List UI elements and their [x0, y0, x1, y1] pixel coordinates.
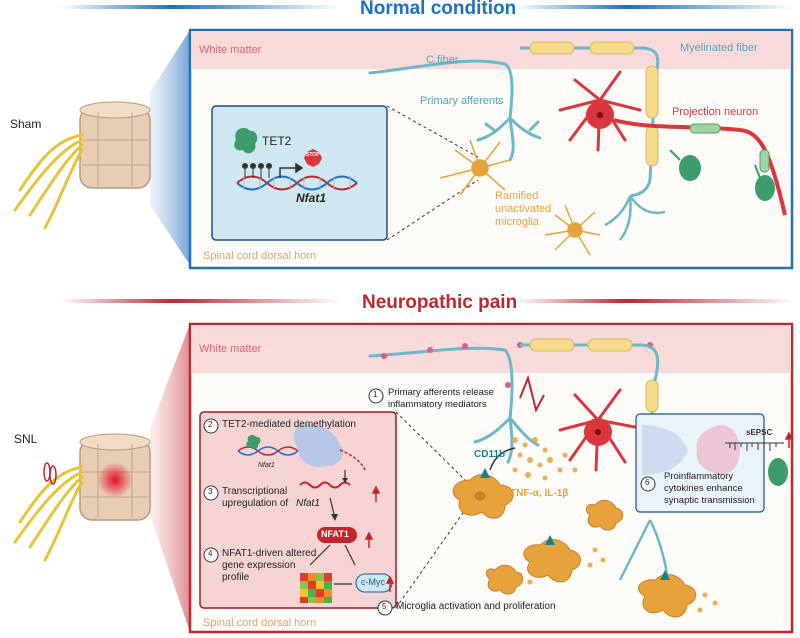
step3-line2: upregulation of [222, 498, 289, 509]
np-projection-neuron [558, 388, 642, 472]
stop-sign-icon [304, 149, 322, 167]
step6-line2: cytokines enhance [664, 483, 743, 494]
step3-line1: Transcriptional [222, 486, 288, 497]
np-c-fiber [368, 346, 540, 464]
header-rule-right [515, 5, 795, 9]
tet2-inset [211, 105, 388, 241]
np-header-rule-left [60, 299, 340, 303]
primary-afferents-label: Primary afferents [420, 95, 504, 107]
step5-number: 5 [382, 602, 387, 611]
stop-sign-text: STOP [306, 152, 320, 158]
c-fiber-label: C fiber [426, 54, 459, 66]
projection-neuron [558, 70, 787, 216]
step-circles [203, 388, 656, 616]
cytokine-release-arrow [489, 447, 516, 471]
sham-label: Sham [10, 117, 42, 131]
myelinated-fiber [520, 41, 666, 241]
zoom-cone [150, 30, 190, 265]
nfat1-gene-label: Nfat1 [296, 191, 327, 205]
np-dorsal-horn-label: Spinal cord dorsal horn [203, 617, 317, 629]
step6-line3: synaptic transmission [664, 495, 755, 506]
np-white-matter-label: White matter [199, 343, 262, 355]
step1-number: 1 [373, 390, 378, 399]
ligation-mark [43, 462, 57, 485]
step2-label: TET2-mediated demethylation [222, 419, 356, 430]
nerve-roots-snl [13, 465, 84, 562]
tet2-icon [234, 128, 258, 154]
step3-number: 3 [208, 487, 213, 496]
tet2-label: TET2 [262, 134, 292, 148]
microglia-activated [452, 474, 697, 618]
np-myelinated-fiber [520, 338, 670, 581]
microglia-label-1: Ramified [495, 190, 539, 202]
mrna-icon [299, 481, 351, 489]
nfat1-small-label: Nfat1 [258, 462, 275, 469]
dorsal-horn-label: Spinal cord dorsal horn [203, 250, 317, 262]
microglia-ramified [439, 139, 601, 256]
normal-condition-title: Normal condition [360, 0, 517, 19]
heatmap-icon [300, 573, 332, 603]
step1-line1: Primary afferents release [388, 387, 494, 398]
cd11b-receptor-icons [480, 468, 670, 580]
spinal-cord-sham [79, 101, 151, 189]
arrow-nfat-right [344, 544, 356, 566]
step5-label: Microglia activation and proliferation [396, 601, 556, 612]
pain-spike-icon [519, 374, 545, 413]
snl-label: SNL [14, 432, 38, 446]
step4-line1: NFAT1-driven altered [222, 548, 317, 559]
np-zoom-line-bottom [395, 509, 466, 609]
step1-line2: inflammatory mediators [388, 399, 487, 410]
np-zoom-cone [150, 324, 190, 632]
step6-line1: Proinflammatory [664, 471, 734, 482]
header-rule-left [60, 5, 340, 9]
c-fiber [368, 59, 542, 162]
sepsc-label: sEPSC [746, 428, 773, 437]
np-zoom-line-top [395, 411, 466, 481]
step4-line2: gene expression [222, 560, 296, 571]
up-arrow-icons [364, 431, 794, 592]
np-header-rule-right [515, 299, 795, 303]
arrow-nfat-left [309, 544, 331, 566]
zoom-line-top [386, 105, 479, 158]
np-interneuron-green [768, 458, 788, 486]
cd11b-label: CD11b [474, 449, 506, 460]
step3-gene: Nfat1 [296, 498, 320, 509]
nerve-roots-sham [13, 133, 84, 230]
cytokines-label: TNF-α, IL-1β [510, 488, 569, 499]
projection-neuron-label: Projection neuron [672, 106, 759, 118]
arrow-2-3-head [342, 478, 348, 483]
mechanism-inset [199, 411, 397, 609]
myelinated-fiber-label: Myelinated fiber [680, 42, 758, 54]
step6-number: 6 [645, 478, 650, 487]
nfat1-protein-label: NFAT1 [321, 529, 349, 539]
cmyc-label: c-Myc [361, 577, 385, 587]
white-matter-label: White matter [199, 44, 262, 56]
step2-number: 2 [208, 420, 213, 429]
step4-number: 4 [208, 549, 213, 558]
nfat1-protein-badge [317, 527, 357, 543]
microglia-label-2: unactivated [495, 203, 552, 215]
arrow-3-4-head [331, 514, 338, 521]
neuropathic-pain-title: Neuropathic pain [362, 292, 518, 313]
dna-helix-icon [236, 175, 358, 191]
sepsc-trace [725, 442, 784, 451]
transcription-arrow-icon [279, 162, 304, 178]
dna-demethylation-icon [237, 424, 366, 471]
interneurons-green [669, 149, 775, 201]
methylation-marks [242, 163, 272, 178]
microglia-label-3: microglia [495, 216, 540, 228]
synapse-icon [642, 425, 740, 475]
spinal-cord-snl [79, 433, 151, 521]
step4-line3: profile [222, 572, 250, 583]
